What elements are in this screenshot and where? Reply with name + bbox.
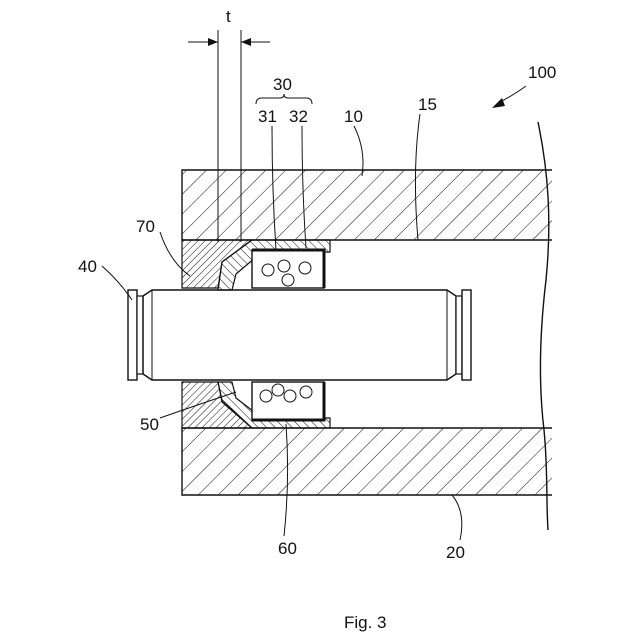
shaft: [128, 290, 471, 380]
bearing-lower: [252, 382, 324, 420]
label-100: 100: [528, 63, 556, 82]
label-30: 30: [273, 75, 292, 94]
label-32: 32: [289, 107, 308, 126]
label-60: 60: [278, 539, 297, 558]
bracket-30: [256, 94, 312, 104]
upper-plate: [182, 170, 552, 240]
label-70: 70: [136, 217, 155, 236]
bearing-upper: [252, 250, 324, 288]
label-50: 50: [140, 415, 159, 434]
label-20: 20: [446, 543, 465, 562]
figure-caption: Fig. 3: [344, 613, 387, 632]
label-40: 40: [78, 257, 97, 276]
label-t: t: [226, 7, 231, 26]
label-31: 31: [258, 107, 277, 126]
lower-plate: [182, 428, 552, 495]
label-15: 15: [418, 95, 437, 114]
label-10: 10: [344, 107, 363, 126]
